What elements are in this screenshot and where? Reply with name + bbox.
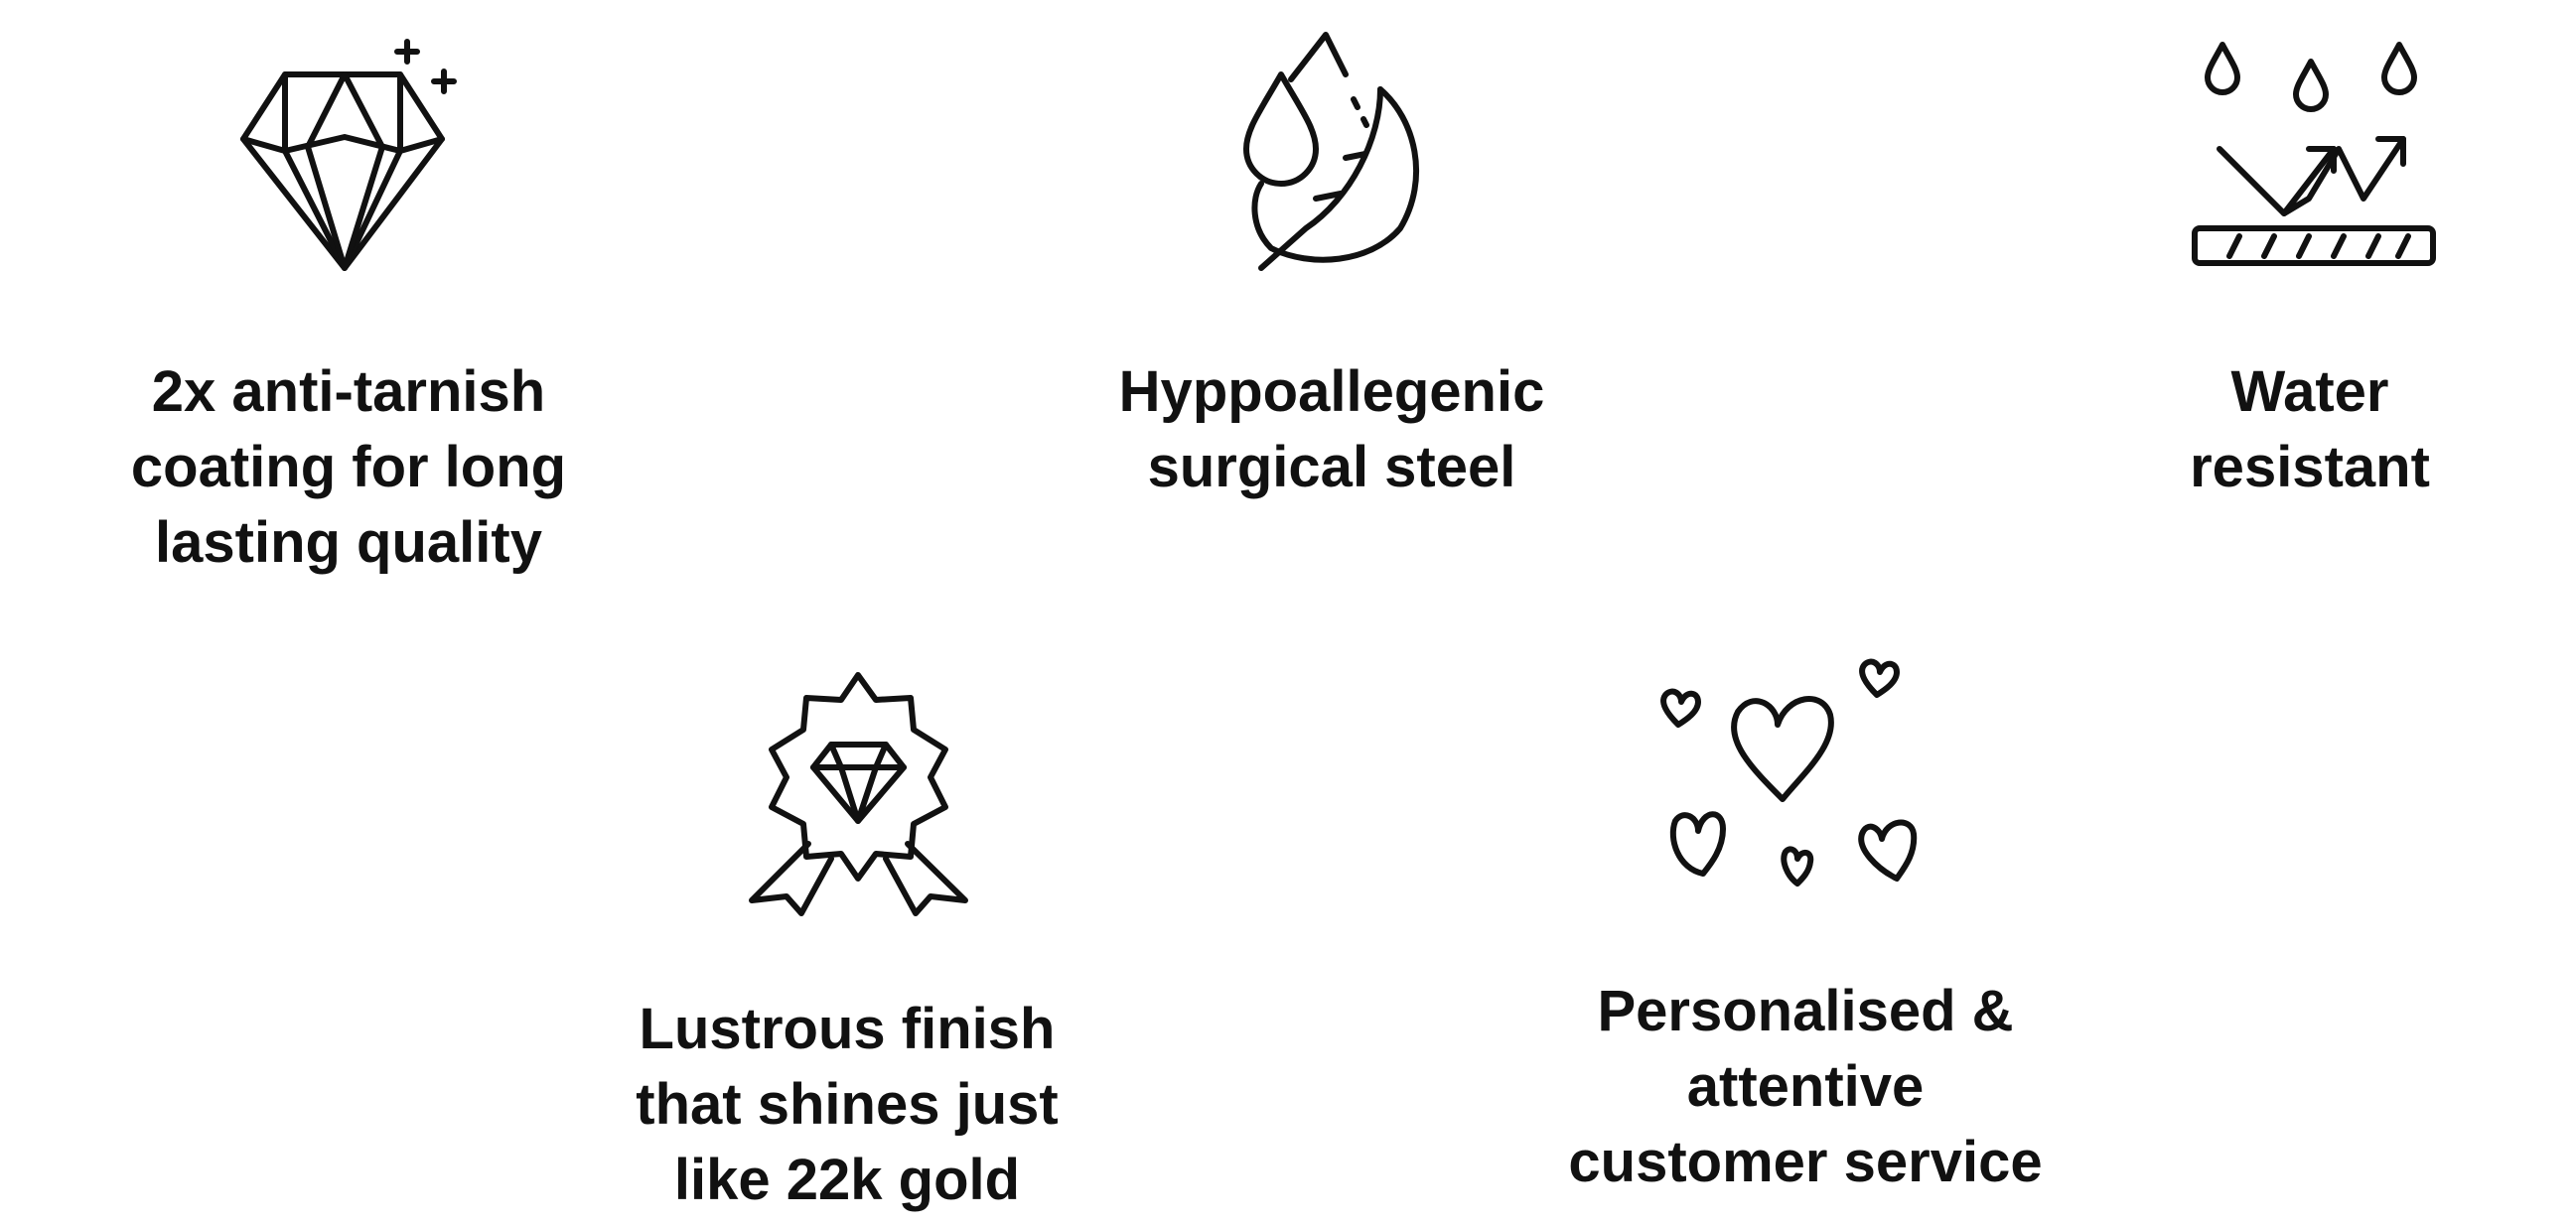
label-line: Lustrous finish	[639, 997, 1056, 1061]
label-line: 2x anti-tarnish	[151, 359, 546, 424]
feature-label-customer-service: Personalised & attentive customer servic…	[1568, 974, 2042, 1200]
label-line: like 22k gold	[673, 1148, 1021, 1212]
feature-label-anti-tarnish: 2x anti-tarnish coating for long lasting…	[131, 354, 566, 581]
label-line: lasting quality	[155, 510, 542, 575]
label-line: surgical steel	[1147, 435, 1516, 499]
label-line: customer service	[1568, 1130, 2043, 1194]
label-line: Personalised &	[1597, 979, 2014, 1043]
label-line: Water	[2230, 359, 2389, 424]
label-line: that shines just	[636, 1072, 1059, 1137]
feature-label-water-resistant: Water resistant	[2190, 354, 2430, 505]
feature-label-lustrous-finish: Lustrous finish that shines just like 22…	[636, 992, 1058, 1218]
label-line: Hyppoallegenic	[1118, 359, 1545, 424]
diamond-badge-icon	[747, 670, 970, 918]
diamond-sparkle-icon	[233, 30, 472, 278]
water-repellent-icon	[2190, 40, 2438, 268]
label-line: attentive	[1686, 1054, 1925, 1119]
hearts-icon	[1653, 650, 1932, 888]
label-line: resistant	[2190, 435, 2430, 499]
feature-label-hypoallergenic: Hyppoallegenic surgical steel	[1119, 354, 1545, 505]
label-line: coating for long	[130, 435, 567, 499]
drop-leaf-icon	[1231, 30, 1430, 273]
